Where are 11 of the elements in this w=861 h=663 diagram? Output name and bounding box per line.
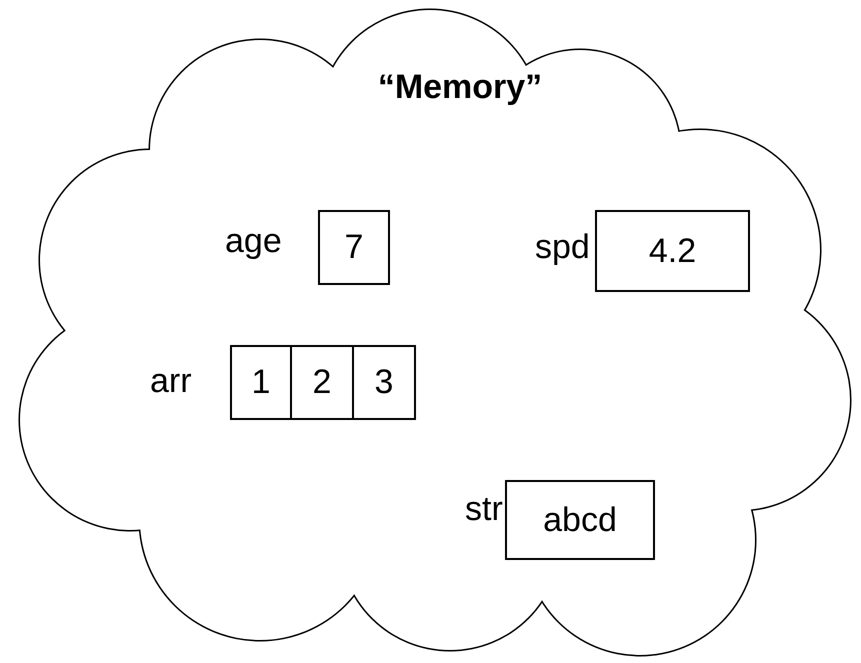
value-box: 3 <box>354 345 416 420</box>
value-box: abcd <box>505 480 655 560</box>
value-box: 2 <box>292 345 354 420</box>
value-box: 1 <box>230 345 292 420</box>
variable-name: arr <box>150 362 192 401</box>
value-box: 4.2 <box>595 210 750 292</box>
cloud-title: “Memory” <box>378 68 542 107</box>
variable-name: spd <box>535 228 590 267</box>
variable-name: age <box>225 222 282 261</box>
value-box: 7 <box>318 210 390 285</box>
variable-name: str <box>465 490 503 529</box>
